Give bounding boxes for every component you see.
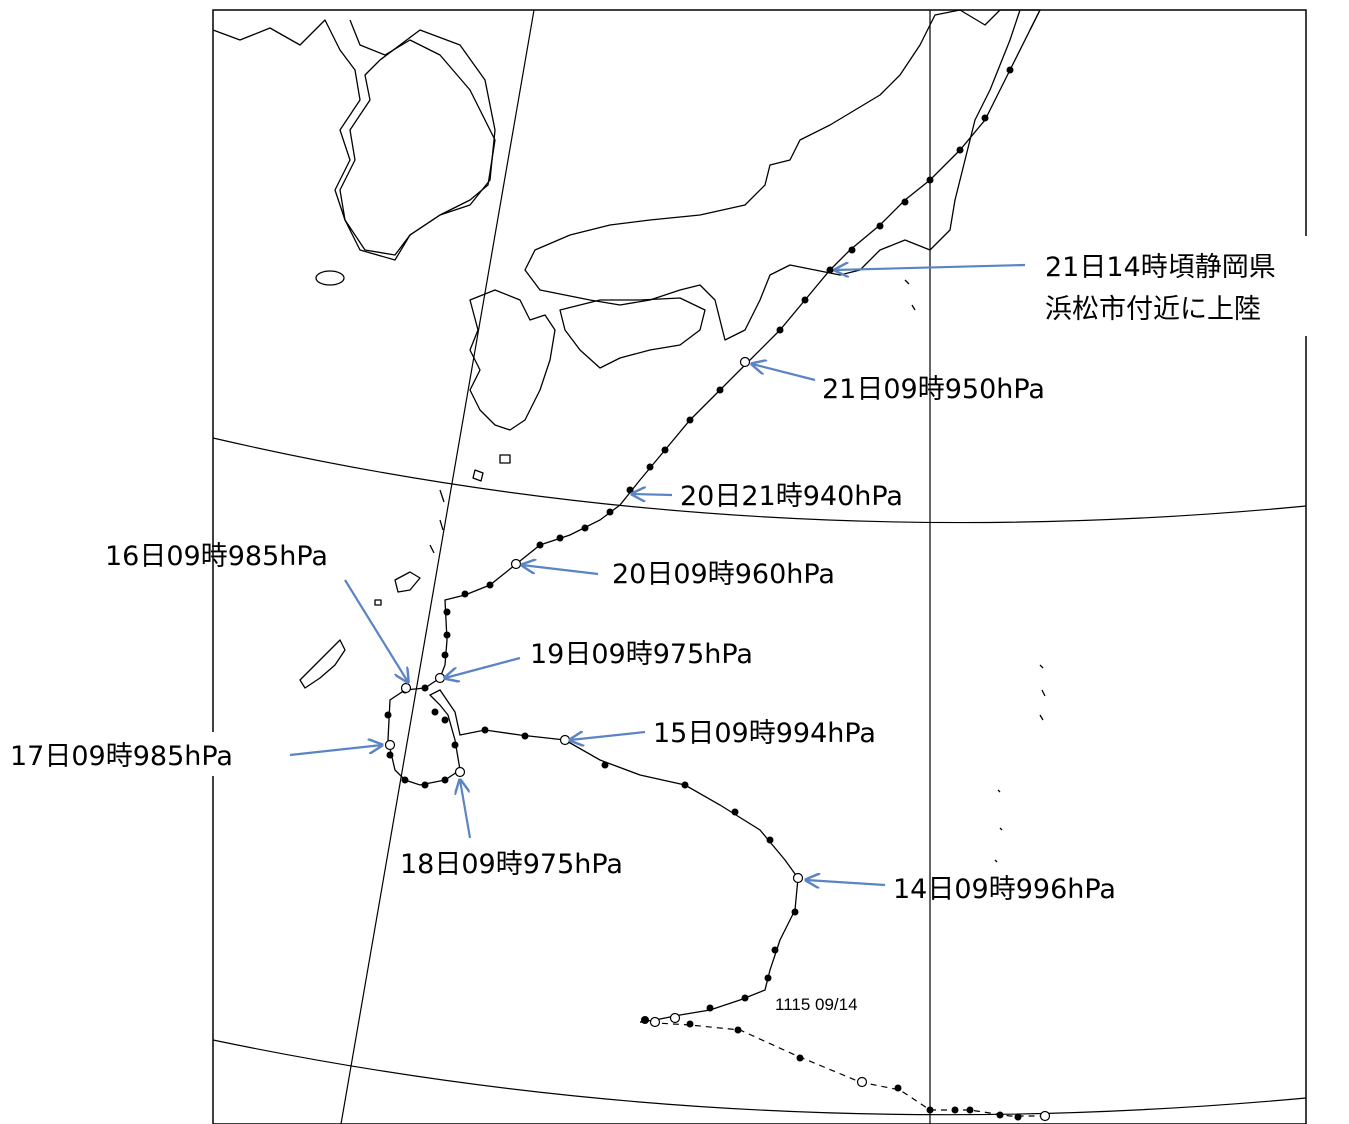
storm-code-label: 1115 09/14 <box>775 995 858 1014</box>
arrow-d21-09 <box>752 364 816 382</box>
label-d15-09: 15日09時994hPa <box>653 718 876 749</box>
arrow-d17-09 <box>289 745 382 757</box>
arrow-d18-09 <box>460 780 472 839</box>
label-d18-09: 18日09時975hPa <box>400 849 623 880</box>
arrow-d20-09 <box>522 565 599 576</box>
coastline <box>212 9 1046 863</box>
label-d20-21: 20日21時940hPa <box>680 481 903 512</box>
track-line-early <box>639 1021 1045 1117</box>
annotation-labels: 21日14時頃静岡県 浜松市付近に上陸 21日09時950hPa 20日21時9… <box>10 252 1276 1014</box>
arrow-d14-09 <box>806 880 886 885</box>
label-backgrounds <box>0 236 1349 776</box>
label-d21-09: 21日09時950hPa <box>822 374 1045 405</box>
label-d17-09: 17日09時985hPa <box>10 741 233 772</box>
label-d14-09: 14日09時996hPa <box>893 874 1116 905</box>
label-landfall-line1: 21日14時頃静岡県 <box>1045 252 1276 283</box>
arrow-d20-21 <box>632 494 673 495</box>
label-d20-09: 20日09時960hPa <box>612 559 835 590</box>
arrow-d16-09 <box>344 579 408 682</box>
arrow-d19-09 <box>445 656 521 678</box>
annotation-arrows <box>289 265 1026 885</box>
label-d19-09: 19日09時975hPa <box>530 639 753 670</box>
arrow-d15-09 <box>570 732 646 740</box>
label-d16-09: 16日09時985hPa <box>105 541 328 572</box>
label-landfall-line2: 浜松市付近に上陸 <box>1045 294 1261 325</box>
map-frame <box>212 9 1307 1124</box>
graticule <box>212 9 1307 1124</box>
track-points <box>384 66 1022 1121</box>
arrow-landfall <box>835 265 1026 270</box>
